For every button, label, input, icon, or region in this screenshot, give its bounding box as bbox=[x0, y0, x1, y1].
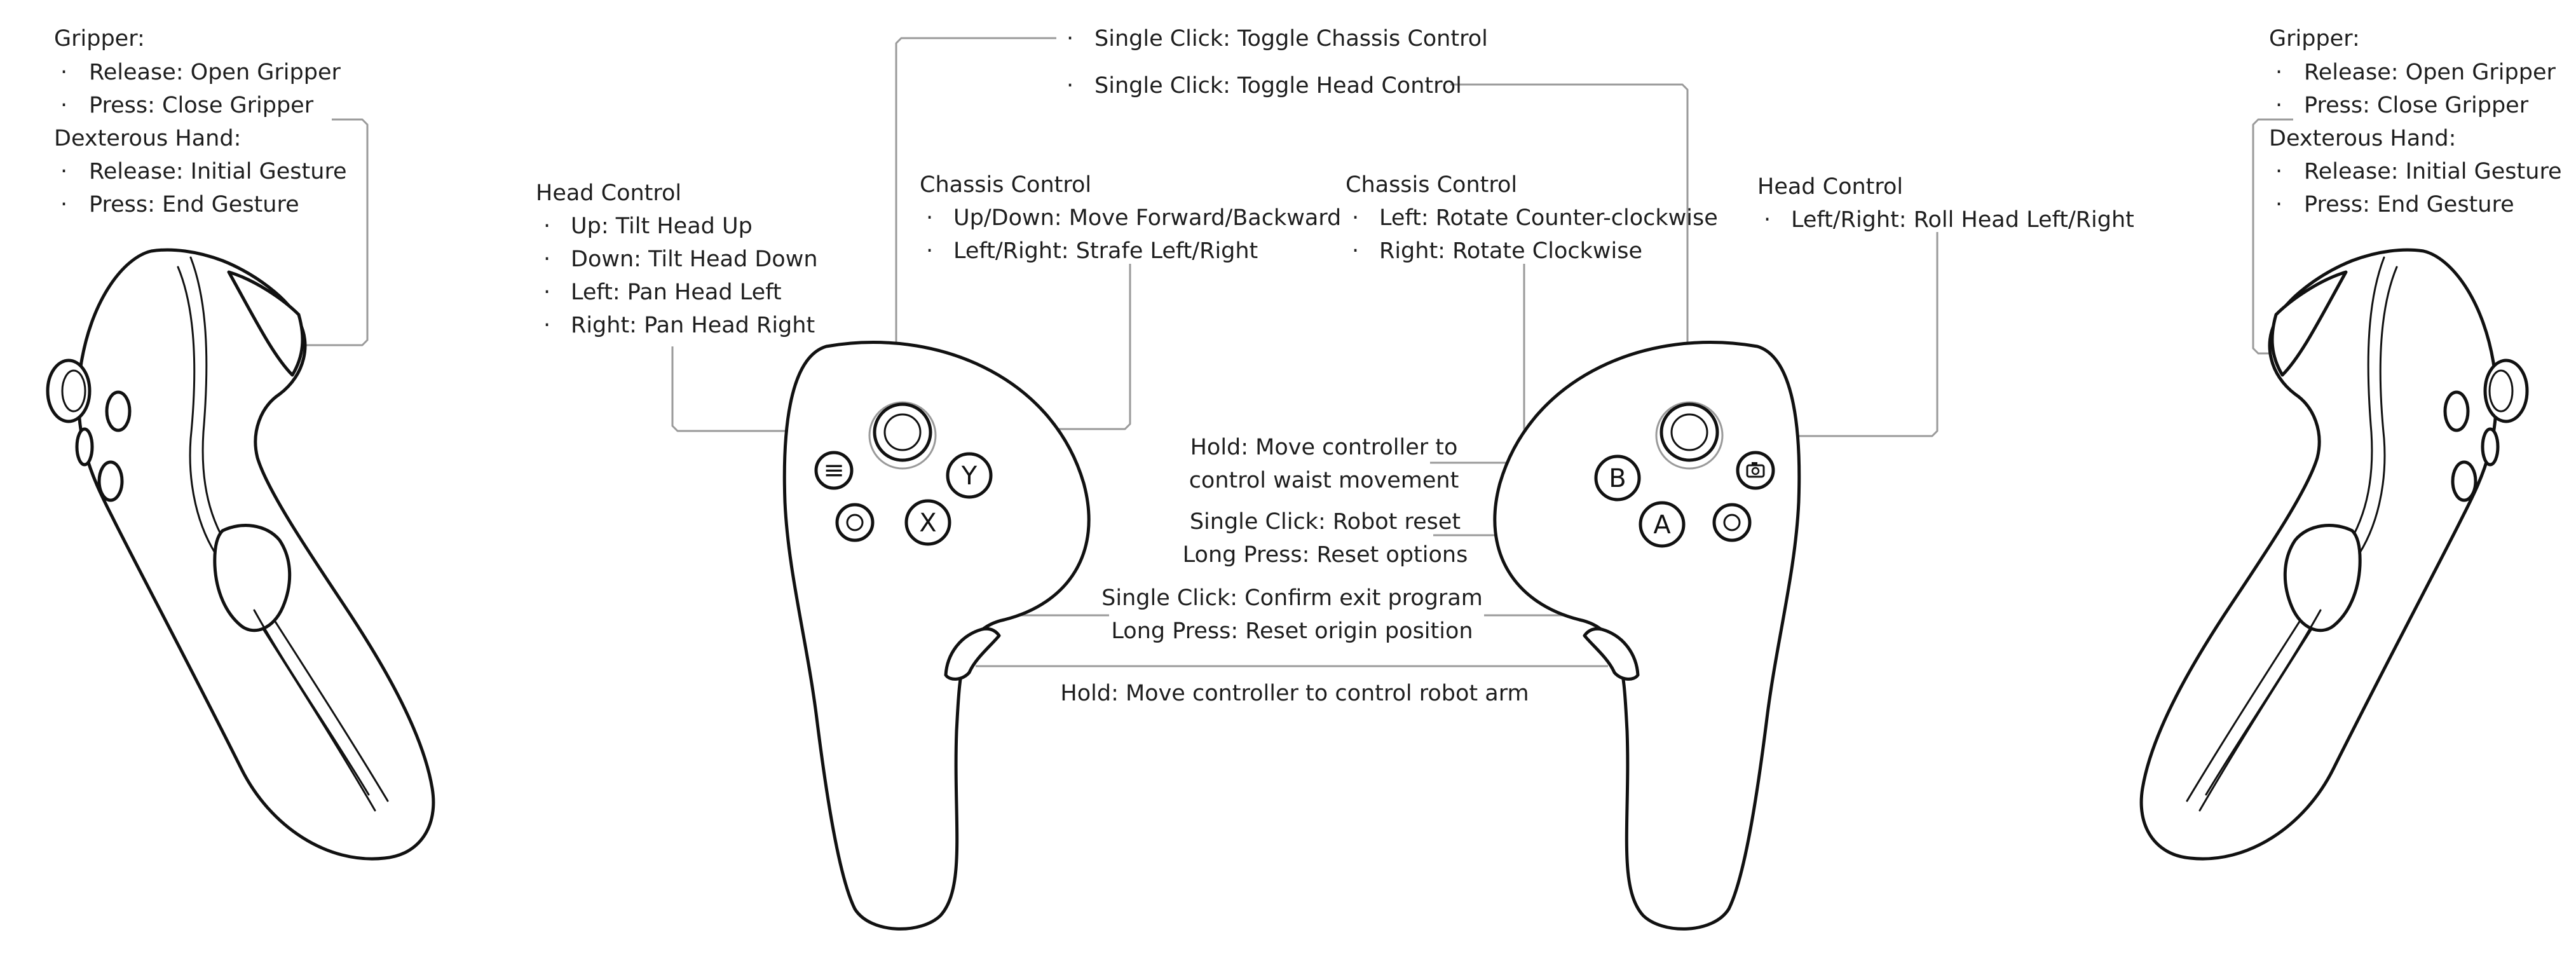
bullet: · bbox=[60, 192, 67, 217]
legend-item: Press: End Gesture bbox=[89, 192, 299, 217]
x-button[interactable]: X bbox=[904, 499, 951, 546]
head-toggle-label: Single Click: Toggle Head Control bbox=[1094, 73, 1462, 99]
legend-item: Release: Initial Gesture bbox=[2304, 159, 2562, 184]
bullet: · bbox=[2275, 93, 2282, 118]
chassis-toggle-label: Single Click: Toggle Chassis Control bbox=[1094, 26, 1488, 51]
legend-item: Press: Close Gripper bbox=[89, 93, 314, 118]
a-button-label: A bbox=[1653, 510, 1671, 540]
bullet: · bbox=[1352, 205, 1359, 231]
center-legend: Hold: Move controller to control waist m… bbox=[1060, 435, 1529, 706]
heading-chassis-control: Chassis Control bbox=[1346, 172, 1517, 198]
legend-item: Release: Open Gripper bbox=[2304, 60, 2556, 85]
callout-head-toggle-right bbox=[1450, 83, 1689, 397]
bullet: · bbox=[60, 93, 67, 118]
y-button[interactable]: Y bbox=[946, 452, 993, 499]
right-side-controller bbox=[2139, 248, 2529, 861]
y-button-label: Y bbox=[961, 461, 978, 491]
right-head-control-legend: Head Control · Left/Right: Roll Head Lef… bbox=[1757, 174, 2134, 233]
legend-item: Right: Rotate Clockwise bbox=[1379, 238, 1642, 264]
callout-right-head bbox=[1713, 232, 1939, 437]
right-front-controller bbox=[1493, 341, 1801, 931]
heading-dexterous-hand: Dexterous Hand: bbox=[54, 126, 241, 151]
callout-left-trigger bbox=[305, 118, 369, 346]
legend-item: Left: Rotate Counter-clockwise bbox=[1379, 205, 1718, 231]
callout-chassis-toggle-left bbox=[895, 37, 1056, 397]
reset-label-line1: Single Click: Robot reset bbox=[1190, 509, 1461, 535]
left-head-control-legend: Head Control · Up: Tilt Head Up · Down: … bbox=[536, 181, 818, 338]
reset-label-line2: Long Press: Reset options bbox=[1183, 542, 1468, 568]
legend-item: Down: Tilt Head Down bbox=[571, 247, 818, 272]
waist-label-line2: control waist movement bbox=[1189, 468, 1459, 493]
left-joystick[interactable] bbox=[868, 401, 937, 470]
left-side-controller bbox=[46, 248, 435, 861]
bullet: · bbox=[1067, 73, 1073, 99]
b-button[interactable]: B bbox=[1594, 454, 1641, 502]
left-chassis-control-legend: Chassis Control · Up/Down: Move Forward/… bbox=[920, 172, 1341, 264]
callout-left-head bbox=[671, 346, 880, 432]
legend-item: Press: Close Gripper bbox=[2304, 93, 2529, 118]
heading-dexterous-hand: Dexterous Hand: bbox=[2269, 126, 2456, 151]
left-trigger-legend: Gripper: · Release: Open Gripper · Press… bbox=[54, 26, 347, 217]
right-trigger-legend: Gripper: · Release: Open Gripper · Press… bbox=[2269, 26, 2562, 217]
bullet: · bbox=[1352, 238, 1359, 264]
bullet: · bbox=[543, 313, 550, 338]
right-joystick[interactable] bbox=[1655, 401, 1724, 470]
menu-icon: ≡ bbox=[823, 456, 845, 485]
bullet: · bbox=[926, 205, 933, 231]
b-button-label: B bbox=[1609, 464, 1626, 493]
arm-label: Hold: Move controller to control robot a… bbox=[1060, 681, 1529, 706]
bullet: · bbox=[543, 247, 550, 272]
exit-label-line2: Long Press: Reset origin position bbox=[1111, 618, 1473, 644]
heading-gripper: Gripper: bbox=[2269, 26, 2360, 51]
left-front-controller bbox=[782, 341, 1091, 931]
a-button[interactable]: A bbox=[1639, 501, 1686, 548]
exit-label-line1: Single Click: Confirm exit program bbox=[1101, 585, 1483, 611]
waist-label-line1: Hold: Move controller to bbox=[1190, 435, 1458, 460]
bullet: · bbox=[2275, 60, 2282, 85]
camera-icon bbox=[1746, 462, 1765, 478]
left-circle-button[interactable] bbox=[835, 503, 875, 542]
heading-gripper: Gripper: bbox=[54, 26, 145, 51]
callout-lines bbox=[305, 37, 2293, 667]
bullet: · bbox=[2275, 159, 2282, 184]
legend-item: Press: End Gesture bbox=[2304, 192, 2514, 217]
bullet: · bbox=[543, 214, 550, 239]
bullet: · bbox=[60, 60, 67, 85]
legend-item: Left: Pan Head Left bbox=[571, 280, 782, 305]
legend-item: Up/Down: Move Forward/Backward bbox=[953, 205, 1341, 231]
legend-item: Left/Right: Strafe Left/Right bbox=[953, 238, 1258, 264]
top-legend: · Single Click: Toggle Chassis Control ·… bbox=[1067, 26, 1488, 99]
bullet: · bbox=[1067, 26, 1073, 51]
bullet: · bbox=[543, 280, 550, 305]
bullet: · bbox=[60, 159, 67, 184]
heading-chassis-control: Chassis Control bbox=[920, 172, 1091, 198]
legend-item: Left/Right: Roll Head Left/Right bbox=[1791, 207, 2134, 233]
circle-icon bbox=[1723, 514, 1741, 531]
bullet: · bbox=[926, 238, 933, 264]
bullet: · bbox=[1764, 207, 1771, 233]
legend-item: Release: Initial Gesture bbox=[89, 159, 347, 184]
right-chassis-control-legend: Chassis Control · Left: Rotate Counter-c… bbox=[1346, 172, 1718, 264]
capture-button[interactable] bbox=[1736, 451, 1775, 490]
legend-item: Up: Tilt Head Up bbox=[571, 214, 753, 239]
bullet: · bbox=[2275, 192, 2282, 217]
heading-head-control: Head Control bbox=[536, 181, 681, 206]
circle-icon bbox=[846, 514, 864, 531]
callout-right-trigger bbox=[2252, 118, 2293, 355]
right-circle-button[interactable] bbox=[1712, 503, 1752, 542]
x-button-label: X bbox=[919, 509, 936, 538]
legend-item: Right: Pan Head Right bbox=[571, 313, 815, 338]
heading-head-control: Head Control bbox=[1757, 174, 1903, 200]
menu-button[interactable]: ≡ bbox=[814, 451, 854, 490]
legend-item: Release: Open Gripper bbox=[89, 60, 341, 85]
